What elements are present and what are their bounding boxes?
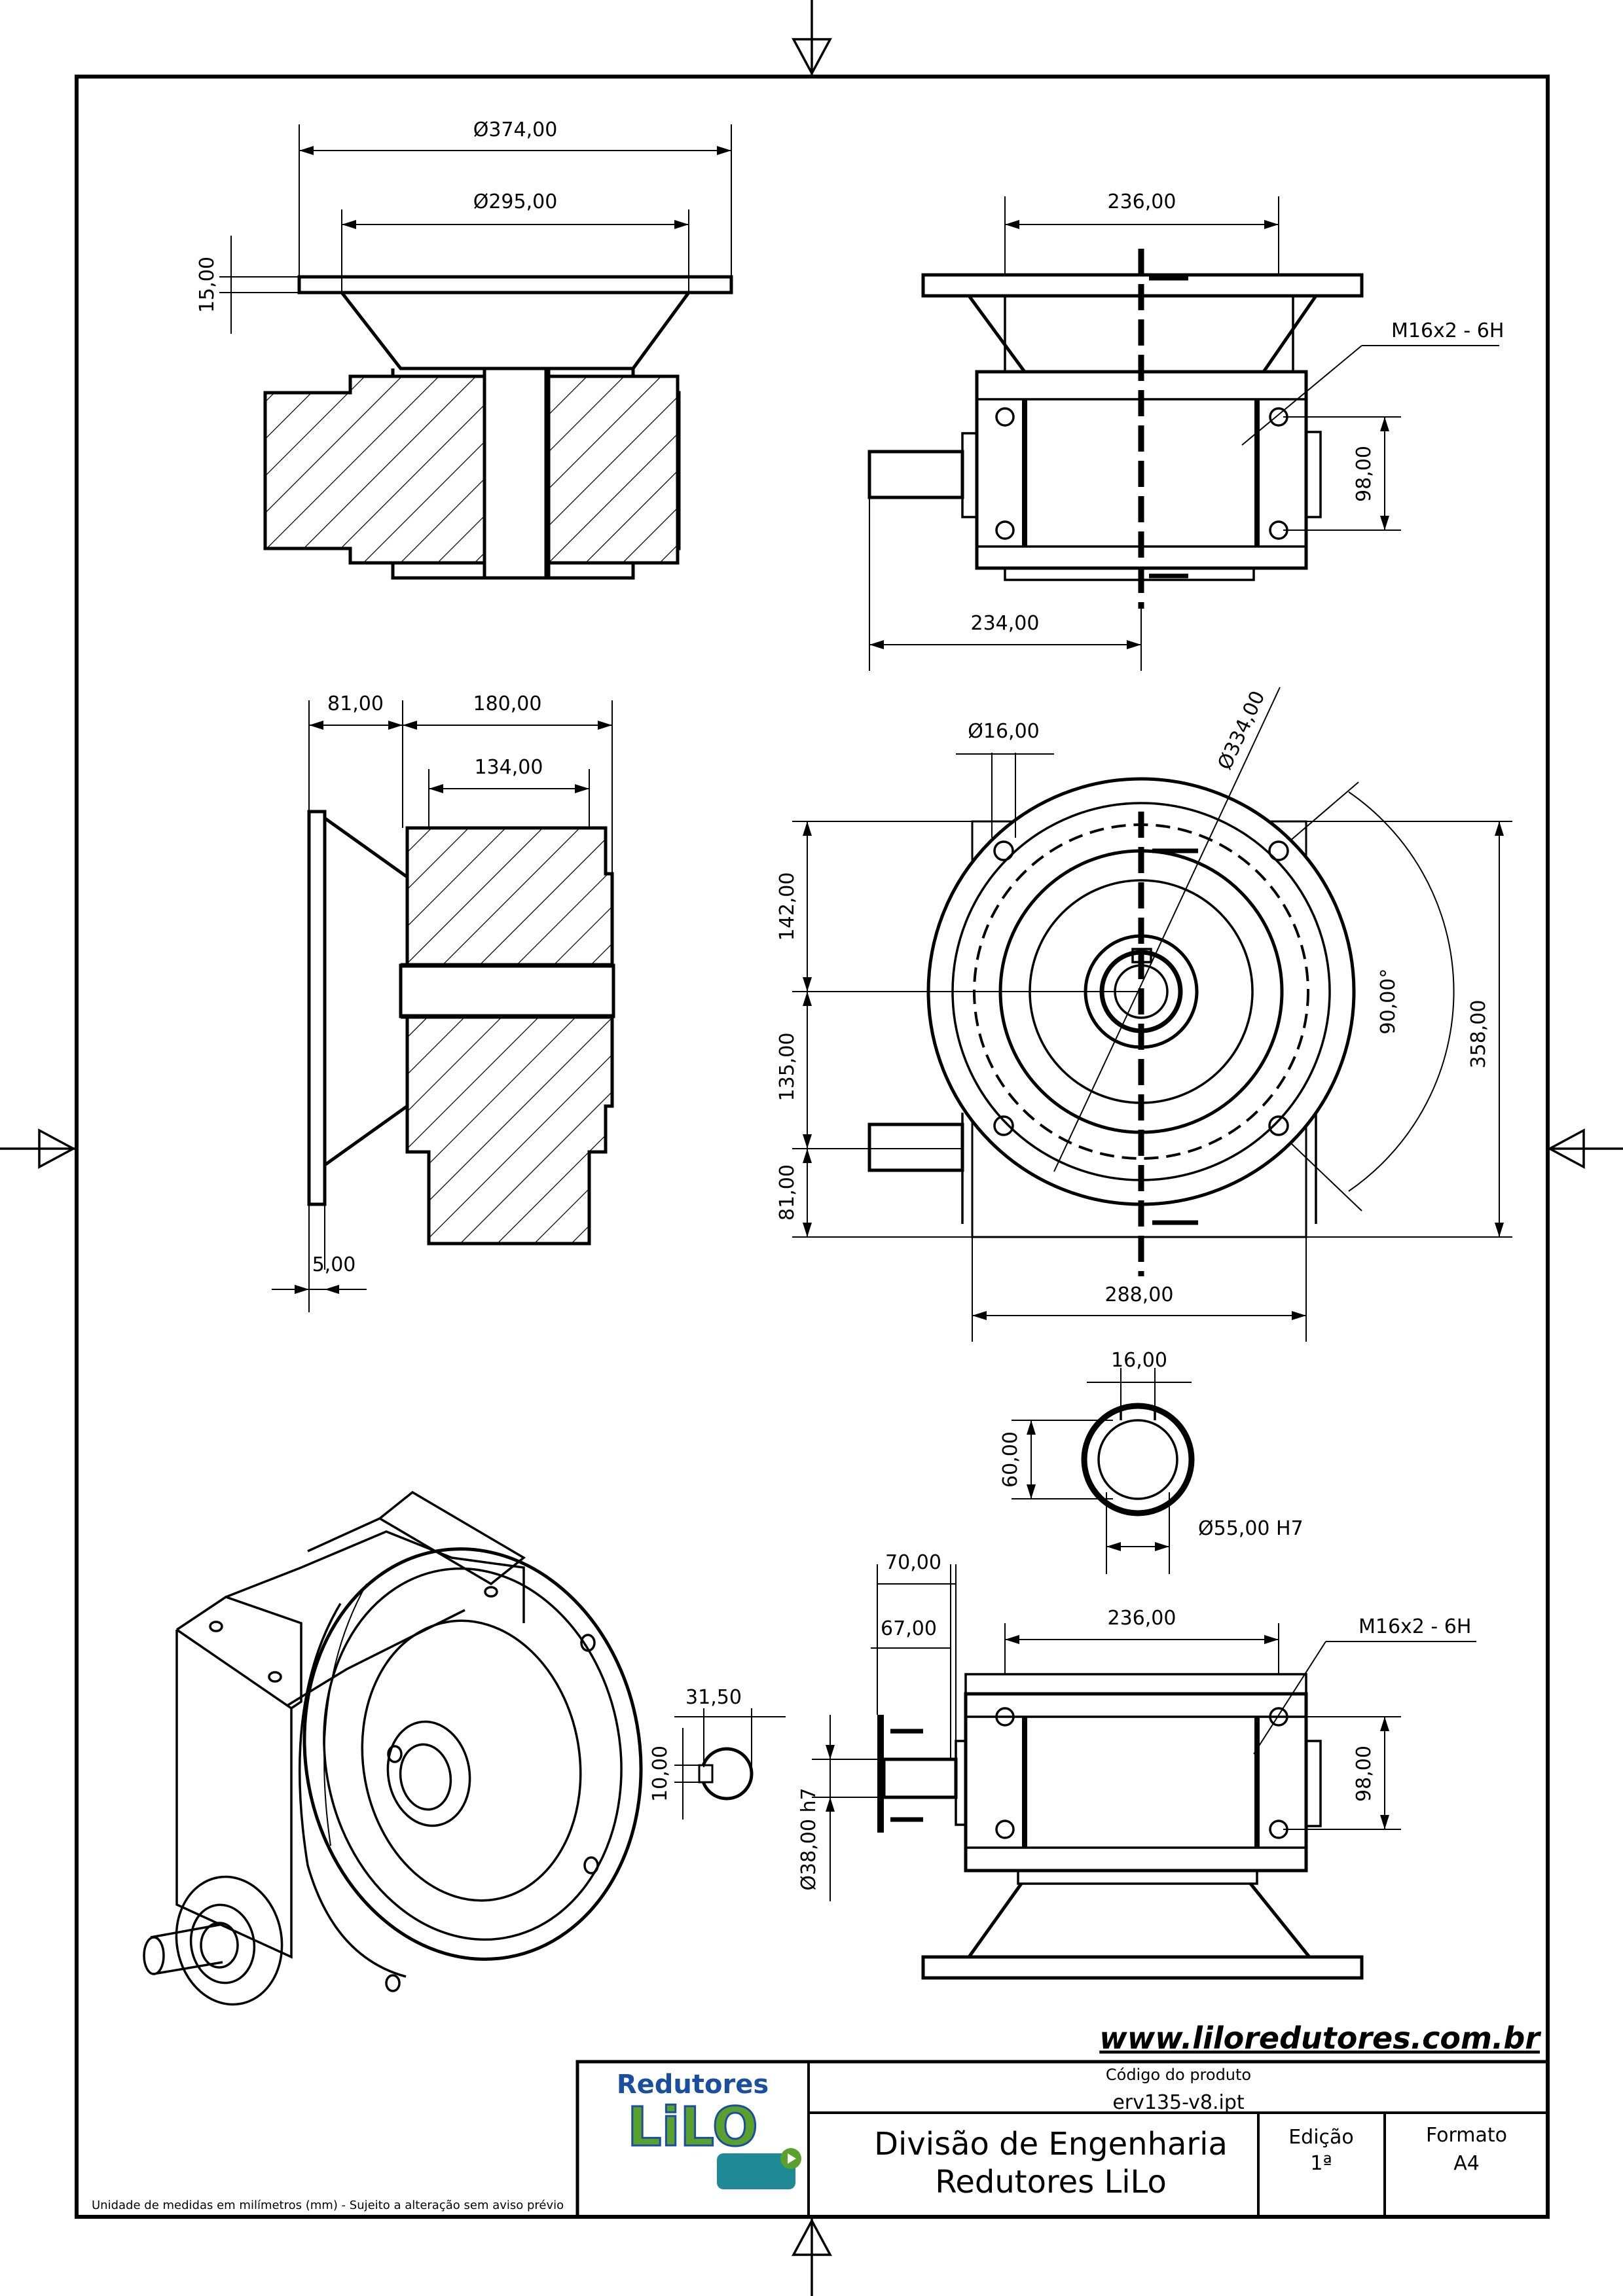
- company-logo: Redutores LiLO: [617, 2070, 801, 2189]
- side-section-view: 81,00 180,00 134,00 5,00: [272, 692, 615, 1312]
- dim-bottom-70: 70,00: [885, 1551, 941, 1574]
- dim-cone-dia: Ø295,00: [473, 190, 558, 213]
- dim-bottom-67: 67,00: [881, 1617, 937, 1640]
- dim-side-plate: 5,00: [312, 1253, 356, 1276]
- dim-flange-thk: 15,00: [196, 257, 219, 313]
- edition-value: 1ª: [1310, 2152, 1332, 2175]
- top-section-view: Ø374,00 Ø295,00 15,00: [196, 118, 733, 580]
- dim-side-length: 180,00: [473, 692, 542, 715]
- dim-flange-dia: Ø374,00: [473, 118, 558, 141]
- isometric-view: [143, 1490, 643, 2006]
- dim-top-shaft: 234,00: [971, 612, 1040, 635]
- thread-callout-bottom: M16x2 - 6H: [1359, 1615, 1471, 1638]
- dim-bore-depth: 60,00: [999, 1431, 1022, 1488]
- dim-front-middle: 135,00: [776, 1033, 799, 1102]
- dim-bottom-holes: 98,00: [1353, 1746, 1376, 1802]
- dim-front-width: 288,00: [1105, 1283, 1174, 1306]
- dim-bottom-width: 236,00: [1108, 1607, 1176, 1630]
- top-right-view: 236,00 M16x2 - 6H 98,00 234,00: [867, 190, 1504, 671]
- dim-side-offset: 81,00: [327, 692, 384, 715]
- edition-label: Edição: [1288, 2126, 1354, 2149]
- dim-front-lower: 81,00: [776, 1164, 799, 1221]
- dim-top-holes: 98,00: [1353, 446, 1376, 502]
- dim-shaft-key-pos: 31,50: [685, 1686, 742, 1709]
- division-line2: Redutores LiLo: [935, 2164, 1167, 2200]
- dim-bore-key: 16,00: [1111, 1349, 1167, 1372]
- logo-redutores-text: Redutores: [617, 2070, 769, 2100]
- division-line1: Divisão de Engenharia: [874, 2126, 1228, 2162]
- dim-shaft-key-w: 10,00: [649, 1746, 672, 1802]
- dim-side-body: 134,00: [475, 756, 543, 779]
- dim-bolt-circle: Ø334,00: [1213, 687, 1269, 773]
- motor-icon: [717, 2153, 795, 2189]
- format-label: Formato: [1426, 2124, 1507, 2147]
- dim-front-height: 358,00: [1467, 1000, 1490, 1069]
- dim-shaft-dia: Ø38,00 h7: [797, 1787, 820, 1890]
- dim-top-width: 236,00: [1108, 190, 1176, 213]
- format-value: A4: [1453, 2152, 1480, 2175]
- dim-front-upper: 142,00: [776, 872, 799, 941]
- dim-hole-dia: Ø16,00: [968, 720, 1040, 743]
- product-code-label: Código do produto: [1106, 2066, 1251, 2084]
- units-note: Unidade de medidas em milímetros (mm) - …: [92, 2198, 564, 2212]
- logo-lilo-text: LiLO: [627, 2096, 757, 2159]
- product-code-value: erv135-v8.ipt: [1112, 2091, 1245, 2114]
- thread-callout-top: M16x2 - 6H: [1391, 319, 1504, 342]
- dim-bore-dia: Ø55,00 H7: [1198, 1517, 1304, 1540]
- bore-detail-view: 16,00 60,00 Ø55,00 H7: [999, 1349, 1304, 1574]
- website-url[interactable]: www.liloredutores.com.br: [1099, 2020, 1542, 2056]
- shaft-key-detail: 31,50 10,00: [649, 1686, 786, 1820]
- front-view: Ø16,00 Ø334,00 90,00° 142,00 135,00 81,0…: [776, 687, 1512, 1342]
- dim-angle: 90,00°: [1377, 969, 1400, 1035]
- title-block: www.liloredutores.com.br Redutores LiLO …: [92, 2020, 1550, 2219]
- bottom-right-view: 70,00 67,00 236,00 M16x2 - 6H 98,00 Ø38,…: [797, 1551, 1476, 1980]
